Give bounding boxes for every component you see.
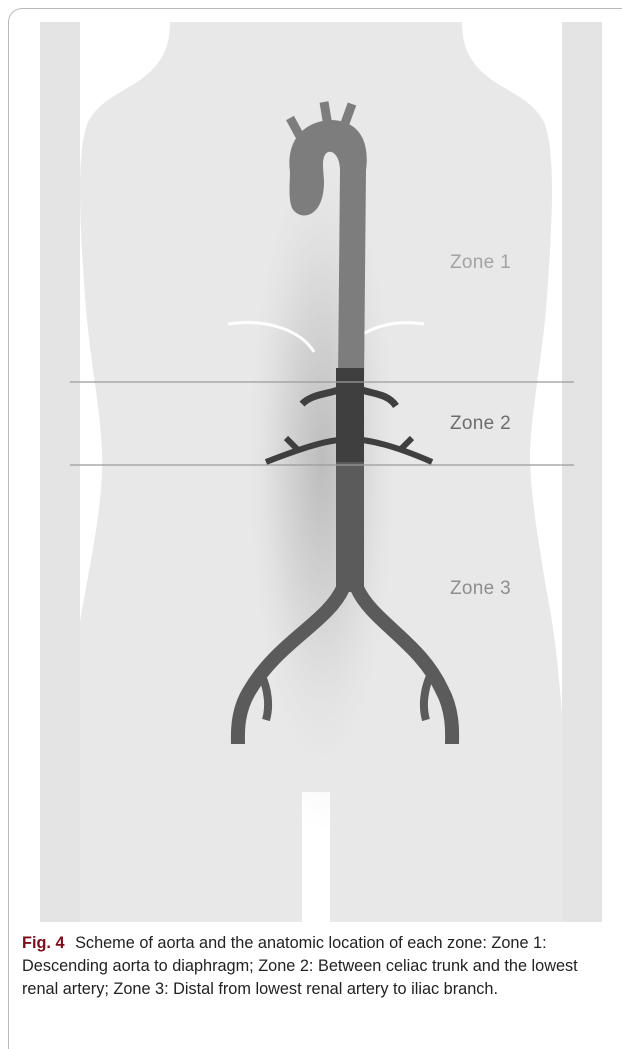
arch-branch-2 [324,102,328,126]
zone-2-label: Zone 2 [450,413,511,435]
aorta-glow [232,92,412,832]
right-arm [562,22,602,922]
aorta-zone3-segment [336,462,364,592]
figure-label: Fig. 4 [22,934,65,952]
caption-text: Scheme of aorta and the anatomic locatio… [22,934,578,998]
zone-1-label: Zone 1 [450,252,511,274]
aorta-zone2-segment [336,368,364,468]
zone-3-label: Zone 3 [450,578,511,600]
aorta-illustration [40,22,602,922]
aorta-figure [40,22,602,922]
left-arm [40,22,80,922]
figure-caption: Fig. 4 Scheme of aorta and the anatomic … [22,932,614,1001]
